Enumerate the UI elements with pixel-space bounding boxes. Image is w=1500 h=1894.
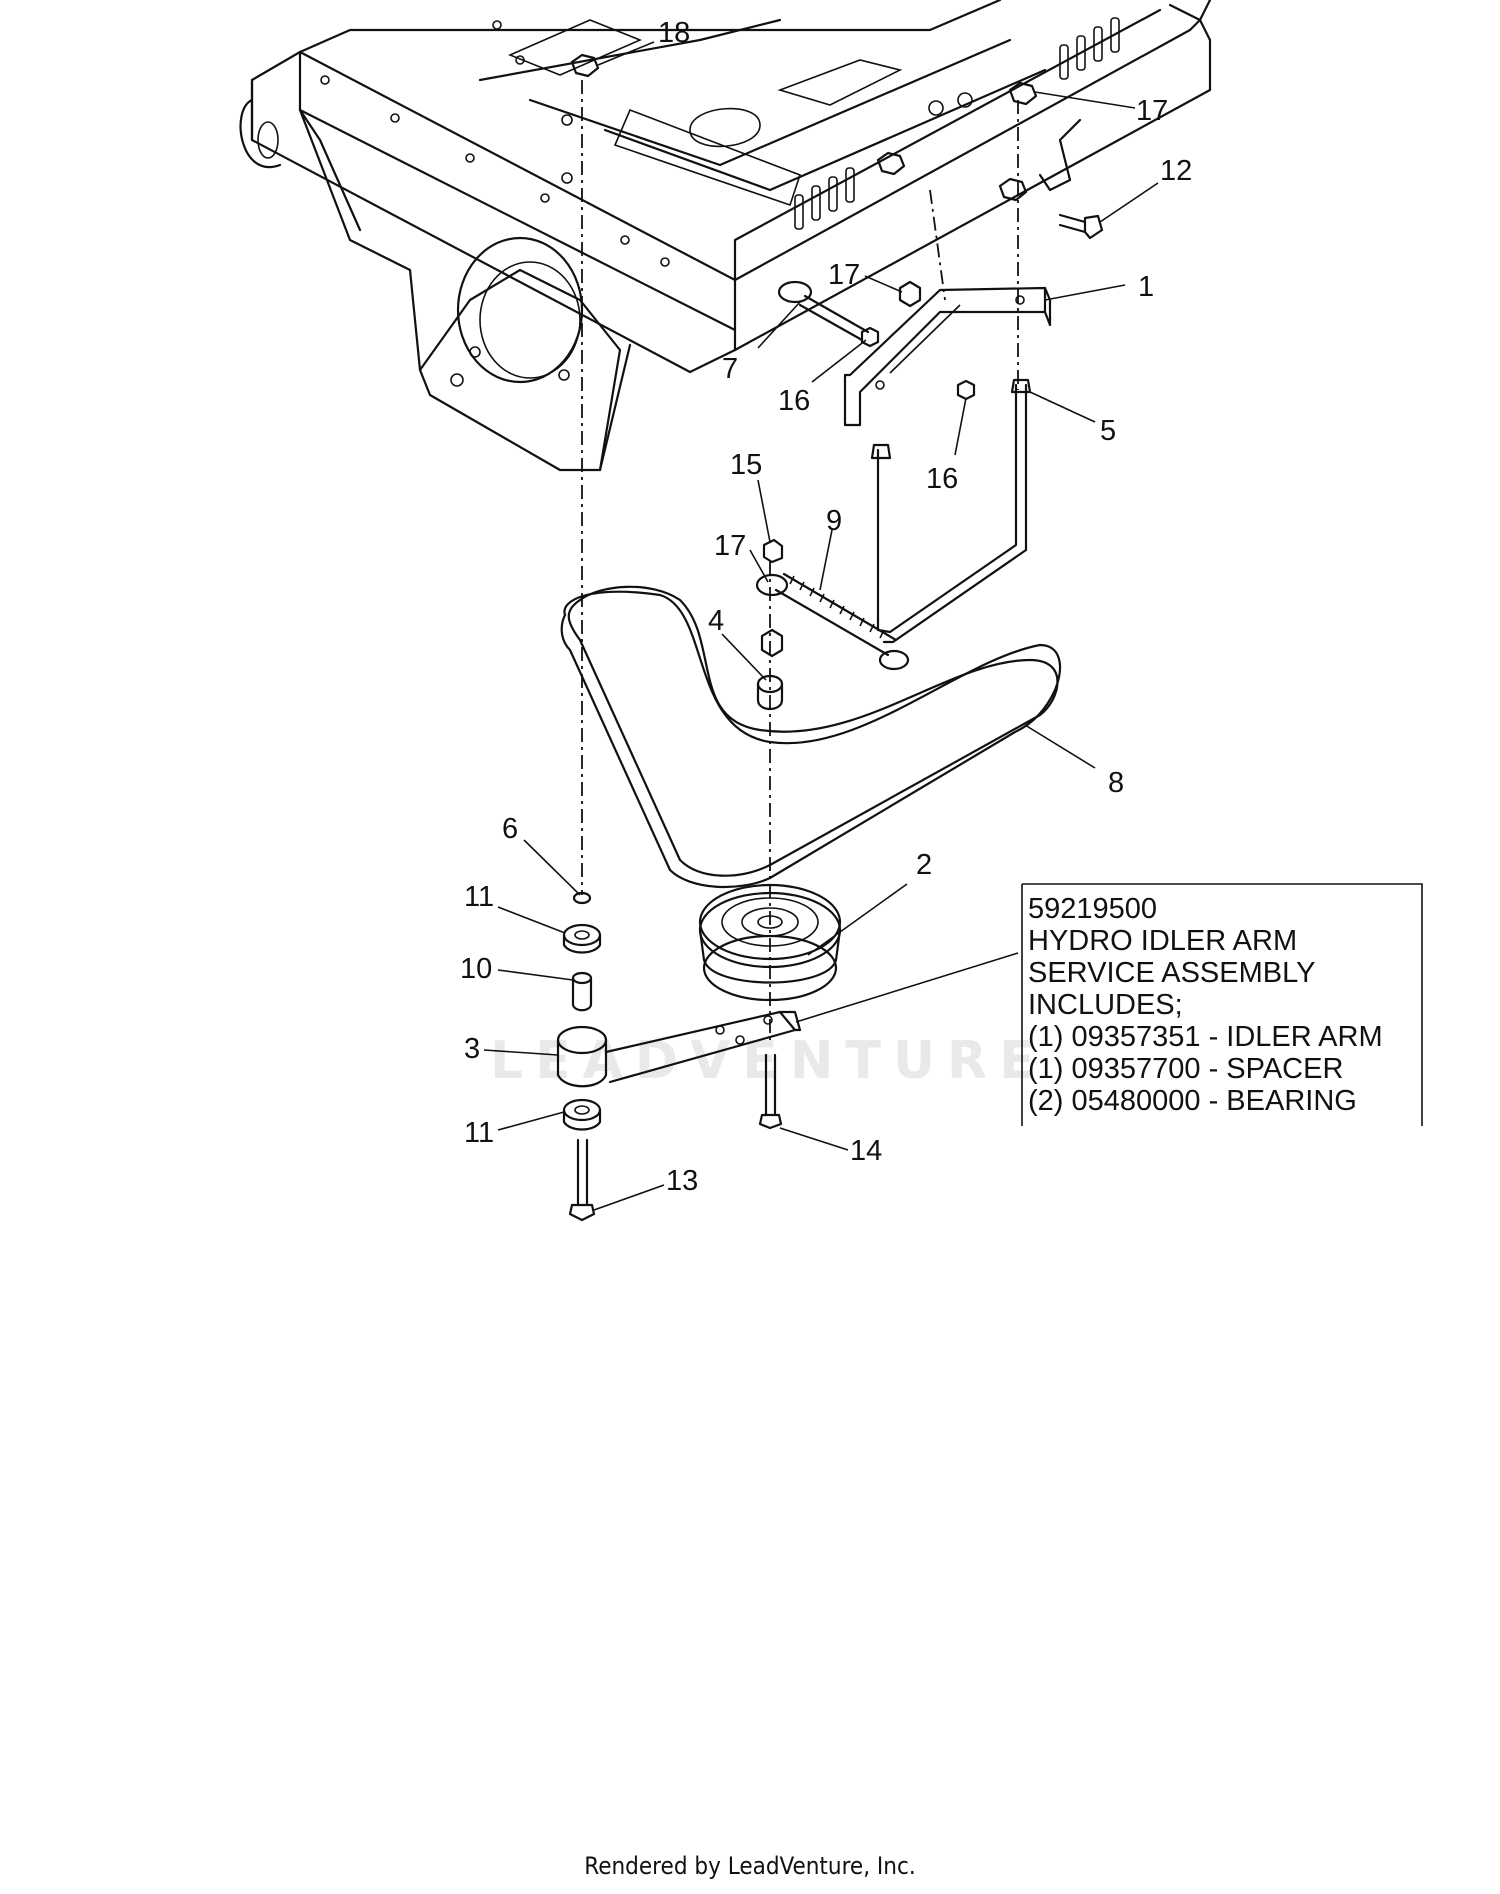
callout-18: 18: [658, 17, 690, 49]
callout-9: 9: [826, 505, 842, 537]
kit-line-3: SERVICE ASSEMBLY: [1028, 957, 1315, 989]
callout-2: 2: [916, 849, 932, 881]
part-11-bearing-b: [562, 1098, 602, 1131]
part-13-bolt: [568, 1138, 596, 1222]
part-1-bracket: [843, 286, 1052, 427]
callout-labels: 18 17 12 17 1 7 16 5 16 15 9 17 4 8 6 2 …: [460, 17, 1192, 1197]
part-17-washer: [755, 573, 789, 597]
kit-line-2: HYDRO IDLER ARM: [1028, 925, 1297, 957]
callout-12: 12: [1160, 155, 1192, 187]
callout-6: 6: [502, 813, 518, 845]
part-8-belt: [560, 585, 1062, 889]
callout-11: 11: [464, 881, 494, 913]
part-9-spring: [774, 572, 910, 671]
callout-1: 1: [1138, 271, 1154, 303]
part-5-rod: [870, 378, 1032, 644]
callout-4: 4: [708, 605, 724, 637]
part-2-pulley: [698, 883, 842, 1002]
callout-14: 14: [850, 1135, 882, 1167]
kit-line-4: INCLUDES;: [1028, 989, 1183, 1021]
callout-16: 16: [926, 463, 958, 495]
part-3-idler-arm: [556, 1010, 802, 1088]
kit-line-7: (2) 05480000 - BEARING: [1028, 1085, 1357, 1117]
kit-line-1: 59219500: [1028, 893, 1157, 925]
kit-line-5: (1) 09357351 - IDLER ARM: [1028, 1021, 1383, 1053]
callout-10: 10: [460, 953, 492, 985]
part-16-nut-b: [956, 379, 976, 401]
part-11-bearing-a: [562, 923, 602, 954]
callout-15: 15: [730, 449, 762, 481]
part-16-nut-a: [860, 326, 880, 348]
callout-8: 8: [1108, 767, 1124, 799]
part-7-eyebolt: [777, 280, 870, 342]
callout-16: 16: [778, 385, 810, 417]
callout-7: 7: [722, 353, 738, 385]
callout-17: 17: [714, 530, 746, 562]
part-6-washer: [572, 891, 592, 905]
part-14-bolt: [758, 1053, 783, 1130]
callout-5: 5: [1100, 415, 1116, 447]
render-credit: Rendered by LeadVenture, Inc.: [584, 1852, 916, 1880]
callout-13: 13: [666, 1165, 698, 1197]
mower-frame: [239, 0, 1212, 472]
part-4-spacer: [756, 674, 784, 711]
callout-17: 17: [1136, 95, 1168, 127]
part-17-nut-c: [760, 628, 784, 658]
part-15-nut: [762, 538, 784, 564]
watermark: LEADVENTURE: [490, 1031, 1047, 1091]
callout-3: 3: [464, 1033, 480, 1065]
part-17-nut-b: [898, 280, 922, 308]
kit-line-6: (1) 09357700 - SPACER: [1028, 1053, 1343, 1085]
callout-17: 17: [828, 259, 860, 291]
part-12-bolt: [1058, 213, 1104, 240]
service-kit-box: 59219500 HYDRO IDLER ARM SERVICE ASSEMBL…: [1021, 883, 1423, 1126]
part-10-spacer: [571, 971, 593, 1012]
callout-11: 11: [464, 1117, 494, 1149]
leader-lines: [483, 41, 1159, 1211]
